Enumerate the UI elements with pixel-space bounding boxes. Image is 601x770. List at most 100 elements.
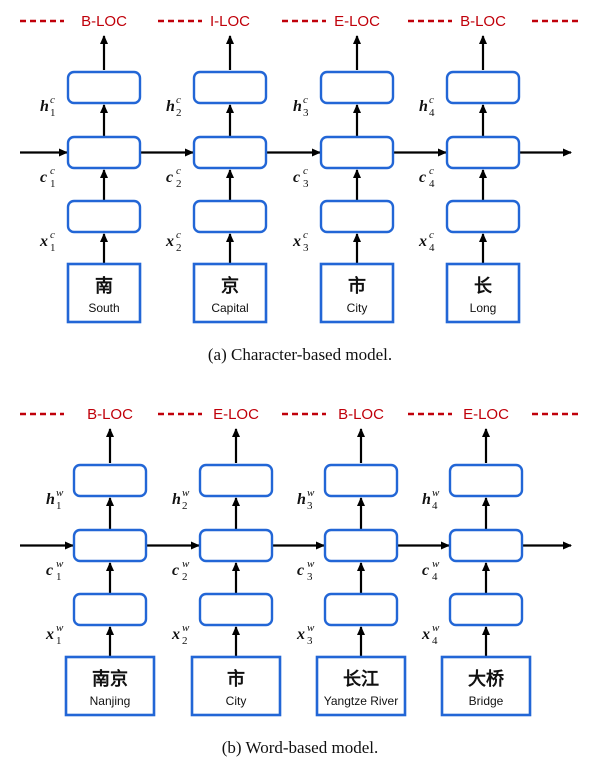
output-tag: I-LOC — [210, 13, 250, 30]
cell-state-label-base: c — [422, 562, 429, 579]
cell-state-label-subscript: 3 — [303, 178, 309, 190]
cell-state-label-subscript: 4 — [429, 178, 435, 190]
input-token-box — [445, 262, 521, 324]
cell-state-label-superscript: w — [182, 558, 190, 570]
input-token-english: Long — [470, 301, 497, 315]
output-tag: B-LOC — [87, 406, 133, 423]
hidden-state-box — [323, 463, 399, 498]
input-token-chinese: 长 — [474, 276, 493, 297]
output-tag: E-LOC — [213, 406, 259, 423]
input-vector-label-subscript: 3 — [307, 635, 313, 647]
hidden-state-label-superscript: c — [429, 94, 434, 106]
lstm-cell-box — [445, 135, 521, 170]
input-token-english: Bridge — [469, 694, 504, 708]
embedding-box — [198, 592, 274, 627]
hidden-state-box — [192, 70, 268, 105]
input-token-english: Nanjing — [90, 694, 131, 708]
input-vector-label-superscript: w — [182, 622, 190, 634]
hidden-state-label-subscript: 3 — [307, 500, 313, 512]
input-token-chinese: 市 — [348, 275, 366, 297]
input-token-chinese: 市 — [227, 668, 245, 690]
input-vector-label-base: x — [171, 626, 180, 643]
lstm-cell-box — [323, 528, 399, 563]
input-vector-label-subscript: 2 — [182, 635, 188, 647]
output-tag: E-LOC — [334, 13, 380, 30]
hidden-state-label-subscript: 1 — [56, 500, 62, 512]
input-vector-label-superscript: w — [432, 622, 440, 634]
hidden-state-label-base: h — [293, 98, 302, 115]
input-vector-label-superscript: c — [50, 229, 55, 241]
cell-state-label-base: c — [297, 562, 304, 579]
input-vector-label-superscript: w — [307, 622, 315, 634]
hidden-state-label-subscript: 2 — [182, 500, 188, 512]
hidden-state-label-base: h — [40, 98, 49, 115]
cell-state-label-subscript: 3 — [307, 571, 313, 583]
hidden-state-label-subscript: 1 — [50, 107, 56, 119]
hidden-state-label-subscript: 4 — [432, 500, 438, 512]
input-vector-label-subscript: 2 — [176, 242, 182, 254]
input-vector-label-subscript: 1 — [50, 242, 56, 254]
input-vector-label-subscript: 4 — [429, 242, 435, 254]
embedding-box — [323, 592, 399, 627]
hidden-state-label-subscript: 4 — [429, 107, 435, 119]
input-token-english: South — [88, 301, 119, 315]
input-vector-label-base: x — [45, 626, 54, 643]
hidden-state-box — [66, 70, 142, 105]
hidden-state-label-subscript: 3 — [303, 107, 309, 119]
cell-state-label-subscript: 2 — [176, 178, 182, 190]
cell-state-label-subscript: 1 — [56, 571, 62, 583]
hidden-state-label-superscript: c — [50, 94, 55, 106]
input-token-english: Capital — [211, 301, 248, 315]
hidden-state-label-base: h — [46, 491, 55, 508]
hidden-state-box — [72, 463, 148, 498]
input-vector-label-subscript: 4 — [432, 635, 438, 647]
cell-state-label-base: c — [419, 169, 426, 186]
input-token-box — [66, 262, 142, 324]
cell-state-label-superscript: w — [307, 558, 315, 570]
cell-state-label-superscript: c — [176, 165, 181, 177]
hidden-state-label-subscript: 2 — [176, 107, 182, 119]
cell-state-label-superscript: c — [50, 165, 55, 177]
input-vector-label-base: x — [292, 233, 301, 250]
panel-caption: (b) Word-based model. — [222, 738, 378, 757]
embedding-box — [319, 199, 395, 234]
hidden-state-label-superscript: w — [432, 487, 440, 499]
hidden-state-label-base: h — [172, 491, 181, 508]
lstm-cell-box — [198, 528, 274, 563]
input-token-english: Yangtze River — [324, 694, 398, 708]
input-vector-label-superscript: c — [303, 229, 308, 241]
embedding-box — [192, 199, 268, 234]
input-vector-label-superscript: c — [176, 229, 181, 241]
input-token-box — [315, 655, 407, 717]
panel-caption: (a) Character-based model. — [208, 345, 392, 364]
input-vector-label-subscript: 3 — [303, 242, 309, 254]
embedding-box — [448, 592, 524, 627]
input-vector-label-superscript: w — [56, 622, 64, 634]
input-token-box — [190, 655, 282, 717]
hidden-state-label-base: h — [419, 98, 428, 115]
embedding-box — [72, 592, 148, 627]
input-token-box — [192, 262, 268, 324]
input-vector-label-superscript: c — [429, 229, 434, 241]
input-token-english: City — [226, 694, 247, 708]
